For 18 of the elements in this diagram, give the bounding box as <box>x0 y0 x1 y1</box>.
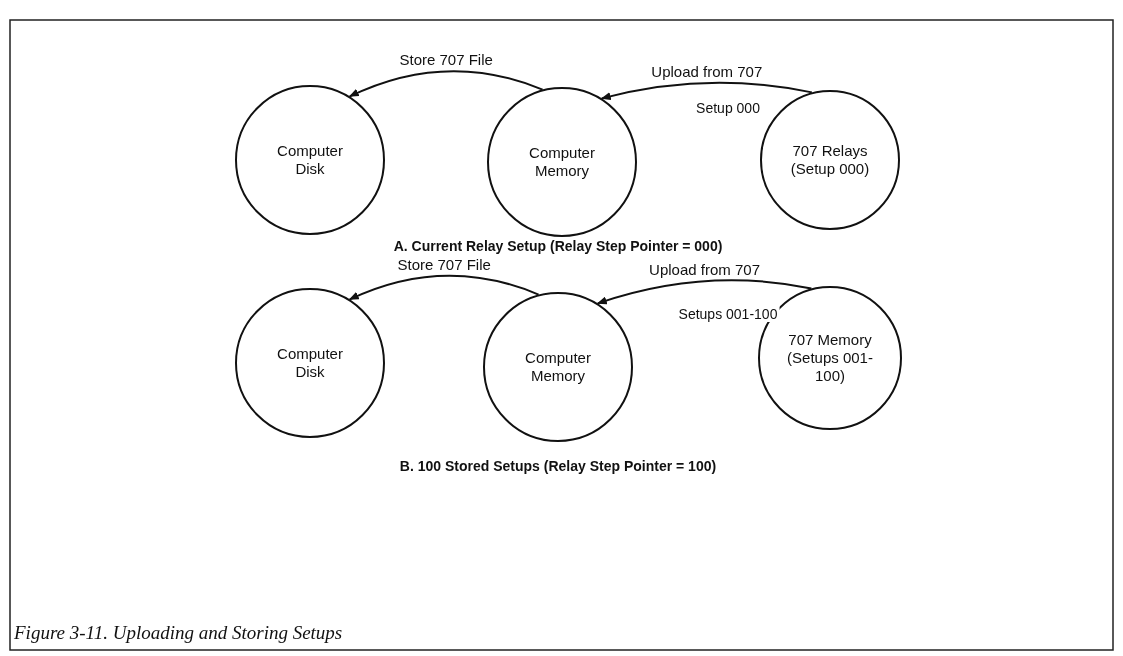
curved-arrow <box>348 70 544 98</box>
node-label: Computer Memory <box>524 349 592 385</box>
edge-label: Upload from 707 <box>647 261 762 279</box>
node-label: 707 Memory (Setups 001-100) <box>786 331 874 385</box>
node-label: Computer Disk <box>276 345 344 381</box>
setup-note: Setups 001-100 <box>676 306 780 322</box>
circle-node <box>235 85 385 235</box>
figure-caption: Figure 3-11. Uploading and Storing Setups <box>14 622 343 644</box>
node-label: Computer Memory <box>528 144 596 180</box>
curved-arrow <box>348 274 540 301</box>
node-label: 707 Relays (Setup 000) <box>789 142 871 178</box>
curved-arrow <box>600 81 813 101</box>
panel-title: B. 100 Stored Setups (Relay Step Pointer = 100) <box>397 458 719 474</box>
node-label: Computer Disk <box>276 142 344 178</box>
circle-node <box>235 288 385 438</box>
panel-title: A. Current Relay Setup (Relay Step Pointer = 000) <box>391 238 725 254</box>
circle-node <box>483 292 633 442</box>
setup-note: Setup 000 <box>694 100 762 116</box>
